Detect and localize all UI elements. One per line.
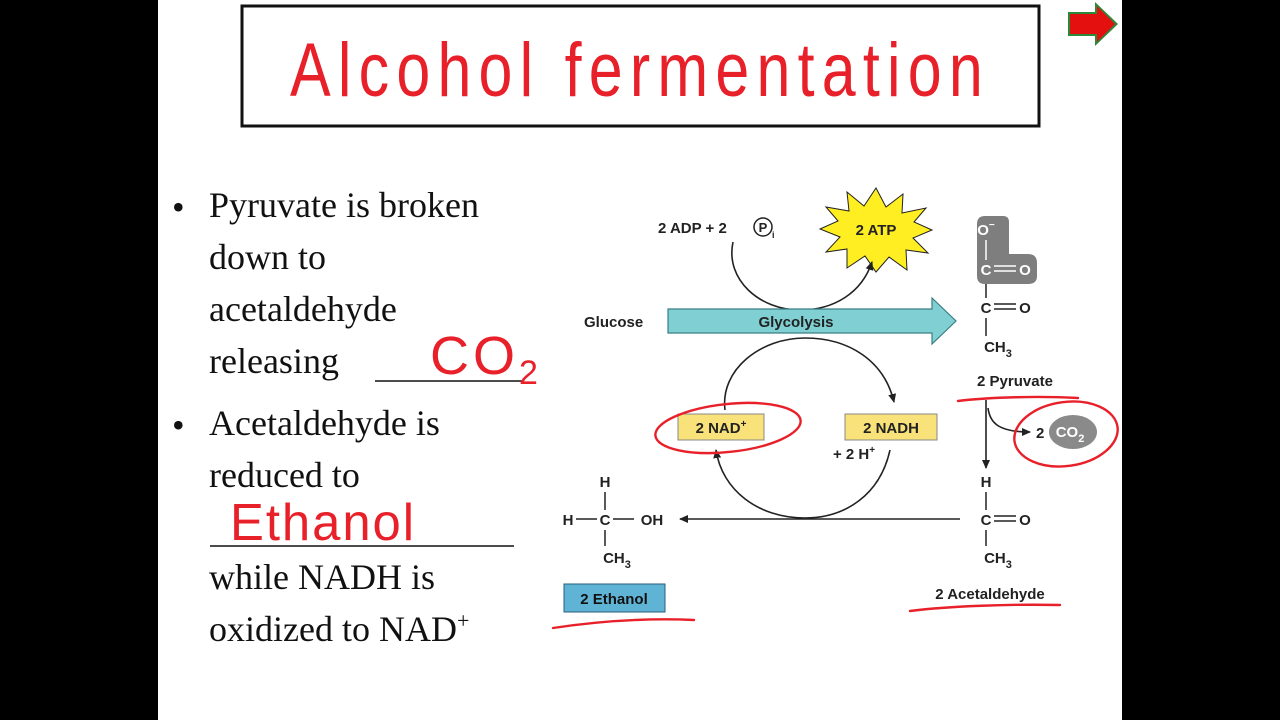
pyruvate-c2: C xyxy=(981,300,992,317)
bullet-1-line-3: acetaldehyde xyxy=(209,289,397,329)
page-title: Alcohol fermentation xyxy=(290,28,990,113)
bullet-1-dot: • xyxy=(172,187,185,227)
bullet-2-line-3: while NADH is xyxy=(209,557,435,597)
bullet-2-line-4: oxidized to NAD+ xyxy=(209,608,469,650)
ethanol-h-top: H xyxy=(600,474,611,491)
pi-label: P xyxy=(759,220,768,235)
ethanol-oh: OH xyxy=(641,512,664,529)
acetaldehyde-o: O xyxy=(1019,512,1031,529)
ethanol-underline xyxy=(551,618,696,630)
co2-branch-arrow xyxy=(987,407,1031,436)
co2-coefficient: 2 xyxy=(1036,425,1044,442)
pi-circle-icon xyxy=(753,217,773,237)
nad-label: 2 NAD+ xyxy=(696,419,747,437)
pyruvate-label: 2 Pyruvate xyxy=(977,373,1053,390)
pyruvate-c1: C xyxy=(981,262,992,279)
atp-label: 2 ATP xyxy=(856,222,897,239)
nad-box xyxy=(677,413,765,441)
ink-annotations xyxy=(551,395,1119,630)
nadh-label: 2 NADH xyxy=(863,420,919,437)
co2-molecule: CO2 xyxy=(1056,424,1085,445)
nad-text: oxidized to NAD xyxy=(209,609,457,649)
pyruvate-ch3: CH3 xyxy=(984,339,1012,360)
ethanol-h-left: H xyxy=(563,512,574,529)
ethanol-c: C xyxy=(600,512,611,529)
acetaldehyde-h: H xyxy=(981,474,992,491)
pyruvate-underline xyxy=(956,395,1080,403)
bullet-2-dot: • xyxy=(172,405,185,445)
carboxyl-highlight xyxy=(977,216,1037,284)
acetaldehyde-label: 2 Acetaldehyde xyxy=(935,586,1045,603)
next-slide-arrow-icon[interactable] xyxy=(1068,2,1118,46)
glycolysis-arrow xyxy=(667,296,957,346)
bullet-1-line-4: releasing xyxy=(209,341,339,381)
co2-circle-annotation xyxy=(1013,400,1119,468)
ethanol-box xyxy=(563,583,666,613)
acetaldehyde-underline xyxy=(908,603,1062,613)
acetaldehyde-c: C xyxy=(981,512,992,529)
co2-bubble xyxy=(1049,415,1097,449)
pyruvate-o2: O xyxy=(1019,300,1031,317)
co2-answer: CO2 xyxy=(430,326,542,392)
h-plus-label: + 2 H+ xyxy=(833,445,875,463)
nadh-cycle-arrow xyxy=(723,337,897,411)
ethanol-label: 2 Ethanol xyxy=(580,591,648,608)
glucose-label: Glucose xyxy=(584,314,643,331)
nad-circle-annotation xyxy=(654,401,802,455)
ethanol-ch3: CH3 xyxy=(603,550,631,571)
pyruvate-o-minus: O− xyxy=(977,220,995,239)
pi-subscript: i xyxy=(772,230,775,240)
bullet-2-line-2: reduced to xyxy=(209,455,360,495)
nad-cycle-arrow xyxy=(713,449,891,519)
bullet-1-line-2: down to xyxy=(209,237,326,277)
atp-starburst-icon xyxy=(818,187,934,273)
glycolysis-label: Glycolysis xyxy=(758,314,833,331)
adp-label: 2 ADP + 2 xyxy=(658,220,727,237)
nad-superscript: + xyxy=(456,608,470,633)
nadh-box xyxy=(844,413,938,441)
pyruvate-o1: O xyxy=(1019,262,1031,279)
title-box xyxy=(240,4,1041,128)
bullet-2-line-1: Acetaldehyde is xyxy=(209,403,440,443)
acetaldehyde-ch3: CH3 xyxy=(984,550,1012,571)
bullet-1-line-1: Pyruvate is broken xyxy=(209,185,479,225)
ethanol-answer: Ethanol xyxy=(230,494,416,552)
